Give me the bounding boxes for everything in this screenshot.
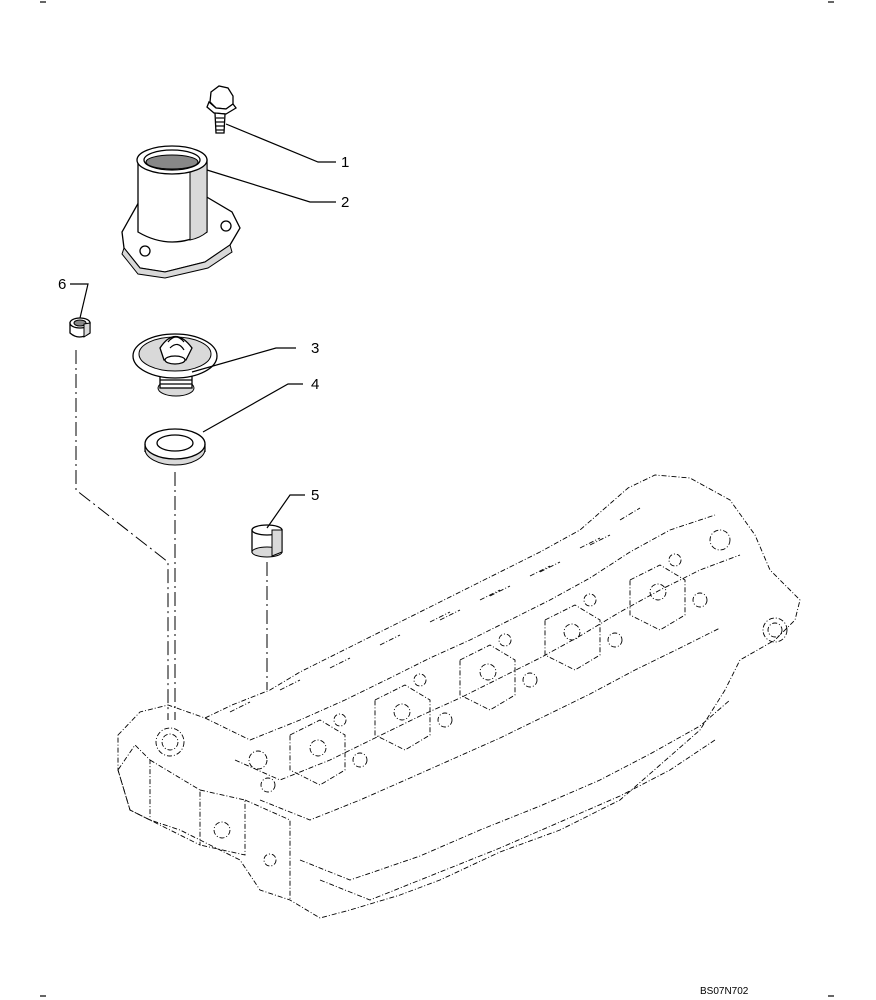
callout-6: 6 [58,276,66,293]
plug-part[interactable] [69,317,91,338]
callout-labels: 1 2 3 4 5 6 [58,154,349,504]
leader-line-5 [266,494,305,529]
leader-line-4 [202,383,303,433]
thermostat-part[interactable] [132,333,218,397]
callout-5: 5 [311,487,319,504]
bolt-part[interactable] [206,85,237,134]
seal-ring-part[interactable] [144,428,206,466]
assembly-center-lines [75,350,268,720]
corner-marks [40,1,834,997]
bushing-part[interactable] [251,524,283,558]
callout-2: 2 [341,194,349,211]
callout-1: 1 [341,154,349,171]
leader-line-2 [206,169,336,203]
drawing-reference-code: BS07N702 [700,986,749,997]
cylinder-head [117,474,801,919]
thermostat-housing-part[interactable] [121,145,241,279]
callout-4: 4 [311,376,319,393]
leader-line-6 [70,283,89,319]
leader-line-3 [191,347,296,373]
leader-lines [70,123,336,529]
leader-line-1 [225,123,336,163]
callout-3: 3 [311,340,319,357]
